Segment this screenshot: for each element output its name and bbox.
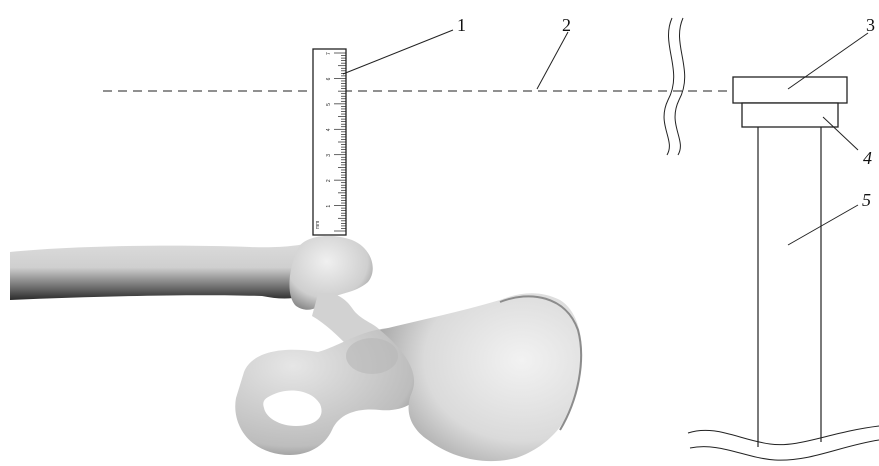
leader-line-1 xyxy=(343,30,453,74)
acetabulum-shadow xyxy=(346,338,398,374)
femur-shaft xyxy=(10,241,320,300)
ruler-tick-label: 3 xyxy=(326,154,332,157)
ruler-unit-label: mm xyxy=(315,221,321,229)
ground-wave-top xyxy=(688,426,879,445)
ruler-tick-label: 5 xyxy=(326,103,332,106)
collar-4 xyxy=(742,103,838,127)
callout-label-4: 4 xyxy=(863,148,872,168)
callout-label-5: 5 xyxy=(862,190,871,210)
break-mark-right xyxy=(675,18,685,155)
ruler-tick-label: 1 xyxy=(326,205,332,208)
callout-label-3: 3 xyxy=(866,15,875,35)
callout-label-2: 2 xyxy=(562,15,571,35)
ruler-tick-label: 7 xyxy=(326,52,332,55)
top-cap-3 xyxy=(733,77,847,103)
leader-line-5 xyxy=(788,205,858,245)
ruler: 1 2 3 4 5 6 7 mm xyxy=(313,49,346,235)
ruler-tick-label: 4 xyxy=(326,128,332,131)
leader-line-2 xyxy=(537,32,568,89)
ruler-tick-label: 2 xyxy=(326,179,332,182)
leader-line-4 xyxy=(823,117,858,150)
ground-wave-bottom xyxy=(690,440,879,460)
break-mark-left xyxy=(664,18,674,155)
column-apparatus xyxy=(688,77,879,460)
ruler-tick-label: 6 xyxy=(326,77,332,80)
bone-specimen xyxy=(10,236,582,461)
callout-label-1: 1 xyxy=(457,15,466,35)
